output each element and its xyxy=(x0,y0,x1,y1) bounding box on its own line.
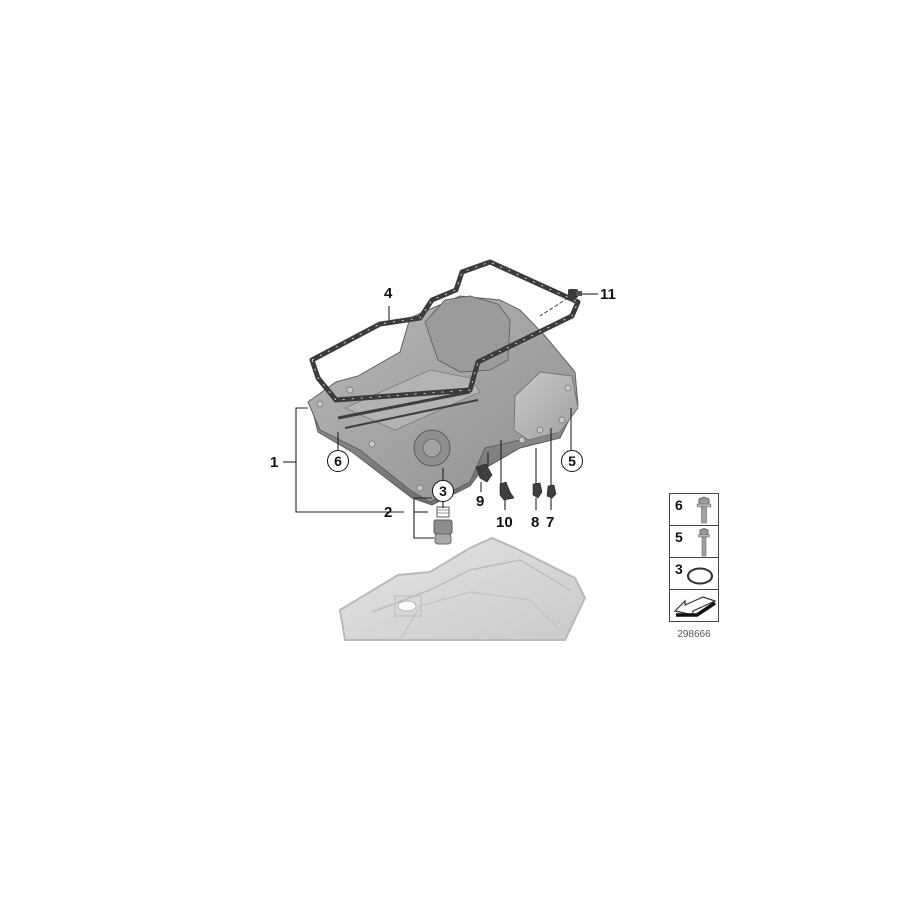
leader-lines xyxy=(283,293,598,539)
callout-11[interactable]: 11 xyxy=(600,286,616,303)
callout-9[interactable]: 9 xyxy=(476,493,485,510)
legend-number: 5 xyxy=(675,529,683,545)
bolt-short-icon xyxy=(694,496,714,530)
lower-cover-plate xyxy=(338,536,587,641)
legend-number: 6 xyxy=(675,497,683,513)
legend-item-5[interactable]: 5 xyxy=(669,525,719,558)
callout-1[interactable]: 1 xyxy=(270,454,279,471)
callout-4[interactable]: 4 xyxy=(384,285,393,302)
o-ring-icon xyxy=(686,566,714,591)
part-2-drain-plug xyxy=(433,506,453,545)
callout-2[interactable]: 2 xyxy=(384,504,393,521)
callout-3[interactable]: 3 xyxy=(432,480,454,502)
legend-item-3[interactable]: 3 xyxy=(669,557,719,590)
bolt-long-icon xyxy=(694,527,714,562)
callout-5[interactable]: 5 xyxy=(561,450,583,472)
callout-6[interactable]: 6 xyxy=(327,450,349,472)
legend-item-reference[interactable] xyxy=(669,589,719,622)
gasket xyxy=(309,259,581,403)
parts-legend: 6 5 3 xyxy=(669,493,719,622)
arrow-reference-icon xyxy=(673,593,717,625)
part-11-plug xyxy=(539,289,582,317)
callout-8[interactable]: 8 xyxy=(531,514,540,531)
legend-item-6[interactable]: 6 xyxy=(669,493,719,526)
diagram-reference-number: 298666 xyxy=(677,629,711,640)
sensors xyxy=(475,463,557,501)
callout-10[interactable]: 10 xyxy=(496,514,513,531)
callout-7[interactable]: 7 xyxy=(546,514,555,531)
legend-number: 3 xyxy=(675,561,683,577)
